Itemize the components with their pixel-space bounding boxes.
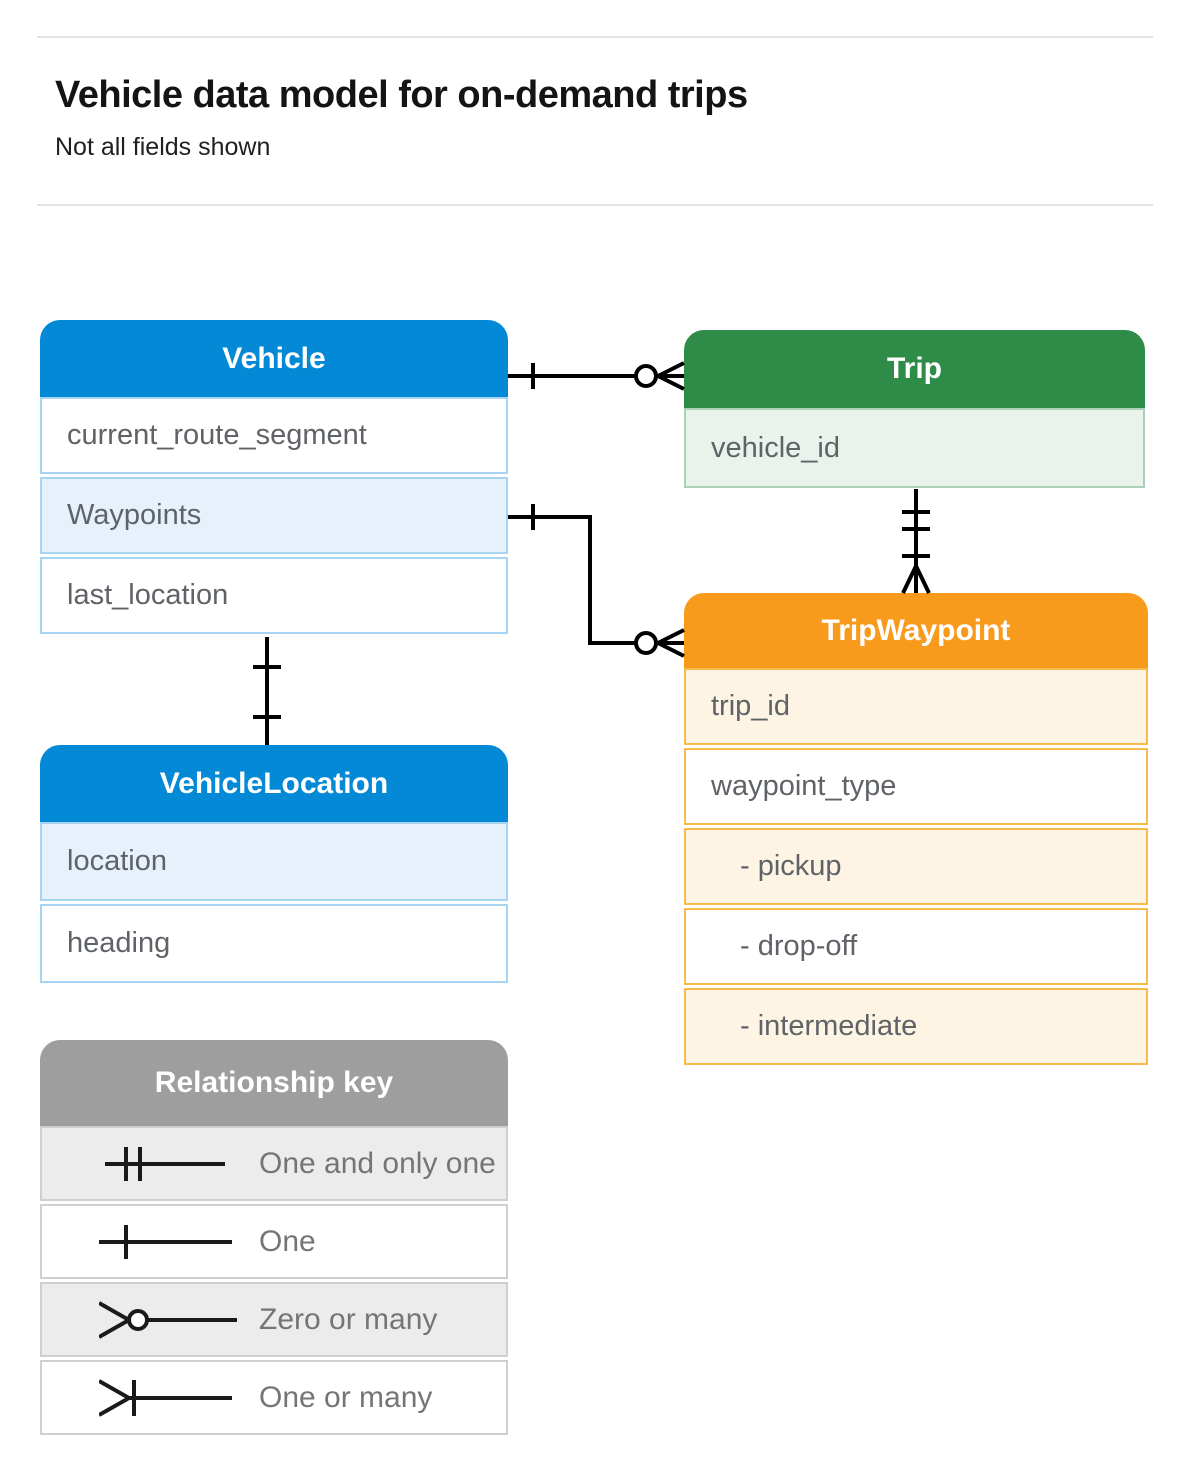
entity-vehiclelocation: VehicleLocation location heading [40,745,508,983]
field-label: heading [67,927,171,959]
legend-label: One [259,1224,316,1258]
one-icon [99,1217,259,1267]
field-label: vehicle_id [711,431,840,464]
connector-vehicle-trip [508,361,685,391]
field-label: Waypoints [67,499,202,531]
entity-vehiclelocation-header: VehicleLocation [40,745,508,822]
legend-row-one-or-many: One or many [40,1360,508,1435]
legend-row-zero-or-many: Zero or many [40,1282,508,1357]
field-heading: heading [40,904,508,983]
one-or-many-icon [99,1373,259,1423]
connector-vehicle-vehiclelocation [253,637,281,745]
field-label: last_location [67,579,229,611]
connector-vehicle-waypoints-tripwaypoint [508,504,685,658]
field-last-location: last_location [40,557,508,634]
one-and-only-one-icon [99,1139,259,1189]
legend-row-one-and-only-one: One and only one [40,1126,508,1201]
field-waypoint-type-dropoff: - drop-off [684,908,1148,985]
field-label: - pickup [740,850,842,882]
field-label: location [67,845,167,877]
relationship-key-header: Relationship key [40,1040,508,1126]
top-divider [37,36,1153,38]
field-label: - intermediate [740,1010,918,1042]
relationship-key: Relationship key One and only one One [40,1040,508,1435]
field-vehicle-id: vehicle_id [684,408,1145,488]
field-trip-id: trip_id [684,668,1148,745]
field-label: waypoint_type [711,770,897,802]
legend-label: One and only one [259,1146,496,1180]
legend-label: Zero or many [259,1302,438,1336]
page-subtitle: Not all fields shown [55,133,271,161]
entity-vehicle-header: Vehicle [40,320,508,397]
legend-label: One or many [259,1380,433,1414]
connector-trip-tripwaypoint [901,489,931,594]
page-title: Vehicle data model for on-demand trips [55,74,748,116]
entity-tripwaypoint: TripWaypoint trip_id waypoint_type - pic… [684,593,1148,1065]
field-label: - drop-off [740,930,858,962]
entity-vehicle: Vehicle current_route_segment Waypoints … [40,320,508,634]
field-current-route-segment: current_route_segment [40,397,508,474]
entity-trip: Trip vehicle_id [684,330,1145,488]
field-waypoints: Waypoints [40,477,508,554]
field-waypoint-type: waypoint_type [684,748,1148,825]
field-waypoint-type-pickup: - pickup [684,828,1148,905]
field-location: location [40,822,508,901]
title-divider [37,204,1153,206]
entity-tripwaypoint-header: TripWaypoint [684,593,1148,668]
legend-row-one: One [40,1204,508,1279]
zero-or-many-icon [99,1295,259,1345]
field-label: trip_id [711,690,790,722]
entity-trip-header: Trip [684,330,1145,408]
field-label: current_route_segment [67,419,367,451]
field-waypoint-type-intermediate: - intermediate [684,988,1148,1065]
